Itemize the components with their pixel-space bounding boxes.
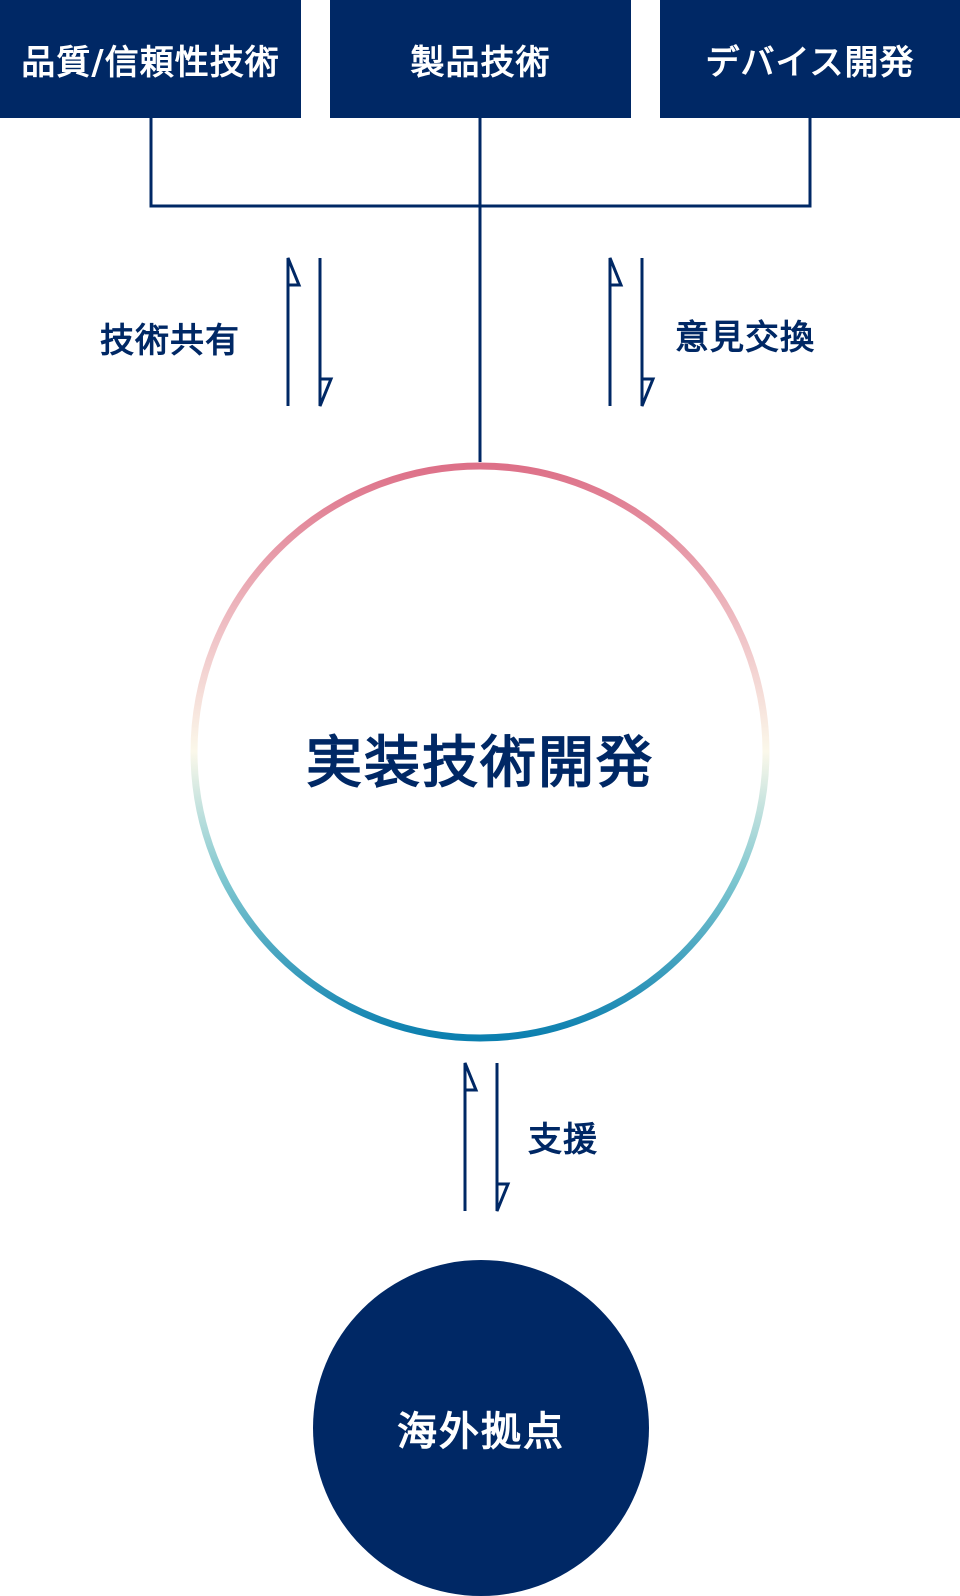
label-technology-sharing: 技術共有: [100, 321, 240, 361]
center-ring: [190, 462, 770, 1042]
label-opinion-exchange: 意見交換: [675, 318, 815, 358]
node-overseas-bases: 海外拠点: [313, 1260, 649, 1596]
node-device-development: デバイス開発: [660, 0, 960, 118]
node-overseas-bases-label: 海外拠点: [397, 1409, 565, 1455]
node-device-development-label: デバイス開発: [705, 42, 915, 83]
bracket-connector: [149, 118, 812, 462]
exchange-arrows: [608, 257, 656, 407]
label-support: 支援: [528, 1120, 598, 1160]
support-arrows: [463, 1062, 511, 1212]
node-quality-reliability: 品質/信頼性技術: [0, 0, 301, 118]
node-product-technology-label: 製品技術: [410, 42, 551, 83]
center-node-title: 実装技術開発: [306, 731, 654, 796]
node-product-technology: 製品技術: [330, 0, 631, 118]
share-arrows: [286, 257, 334, 407]
node-quality-reliability-label: 品質/信頼性技術: [21, 42, 280, 83]
